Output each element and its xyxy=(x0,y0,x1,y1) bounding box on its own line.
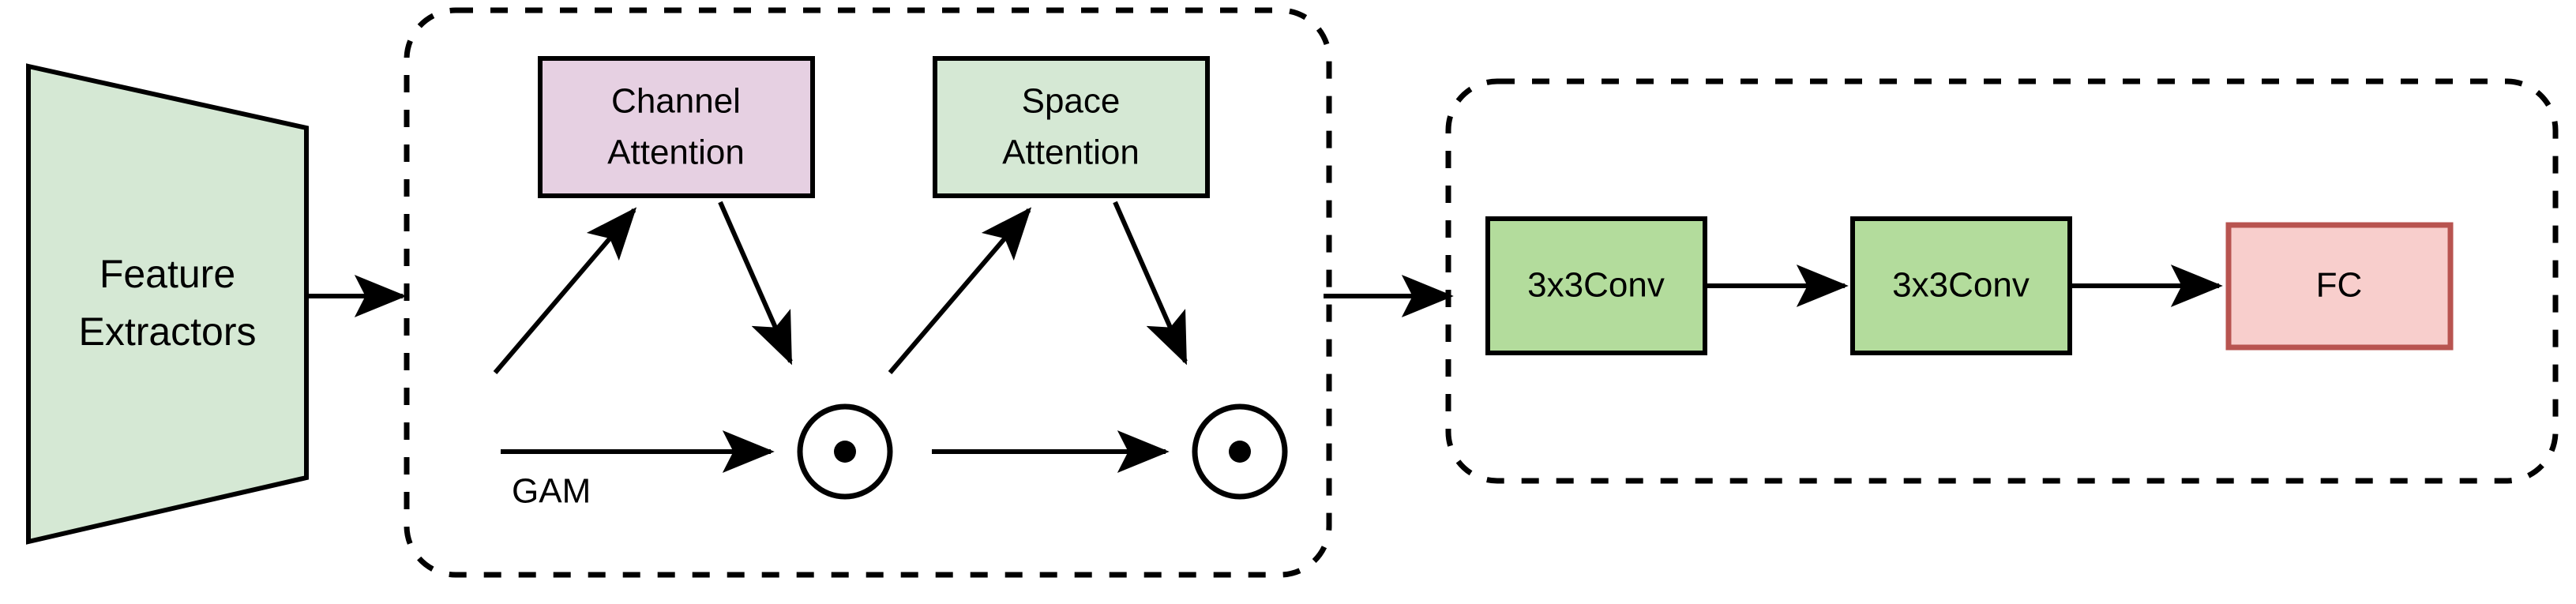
elementwise-multiply-icon-2 xyxy=(1229,441,1251,463)
space-attention-label-line2: Attention xyxy=(1002,133,1140,172)
feature-extractors-label-line2: Extractors xyxy=(78,310,256,354)
conv1-label: 3x3Conv xyxy=(1527,266,1665,305)
feature-extractors-node[interactable] xyxy=(26,63,309,545)
feature-extractors-label-line1: Feature xyxy=(100,252,235,296)
elementwise-multiply-icon xyxy=(834,441,856,463)
fc-node[interactable] xyxy=(2225,222,2454,351)
edge-space-attention-to-mul2 xyxy=(1113,201,1188,366)
gam-group-boundary xyxy=(404,7,1332,578)
gam-group-label: GAM xyxy=(512,472,591,511)
channel-attention-label-line1: Channel xyxy=(611,82,741,121)
conv1-node[interactable] xyxy=(1485,216,1707,355)
edge-mul1-to-space-attention xyxy=(888,207,1032,374)
edge-channel-attention-to-mul1 xyxy=(718,201,793,366)
channel-attention-label-line2: Attention xyxy=(607,133,745,172)
conv2-node[interactable] xyxy=(1850,216,2072,355)
mul-op-2-node[interactable] xyxy=(1192,403,1288,500)
conv2-label: 3x3Conv xyxy=(1892,266,2030,305)
mul-op-1-node[interactable] xyxy=(797,403,893,500)
space-attention-label-line1: Space xyxy=(1022,82,1121,121)
space-attention-node[interactable] xyxy=(933,56,1210,198)
fc-label: FC xyxy=(2316,266,2363,305)
channel-attention-node[interactable] xyxy=(538,56,815,198)
edge-input-to-channel-attention xyxy=(493,207,637,374)
